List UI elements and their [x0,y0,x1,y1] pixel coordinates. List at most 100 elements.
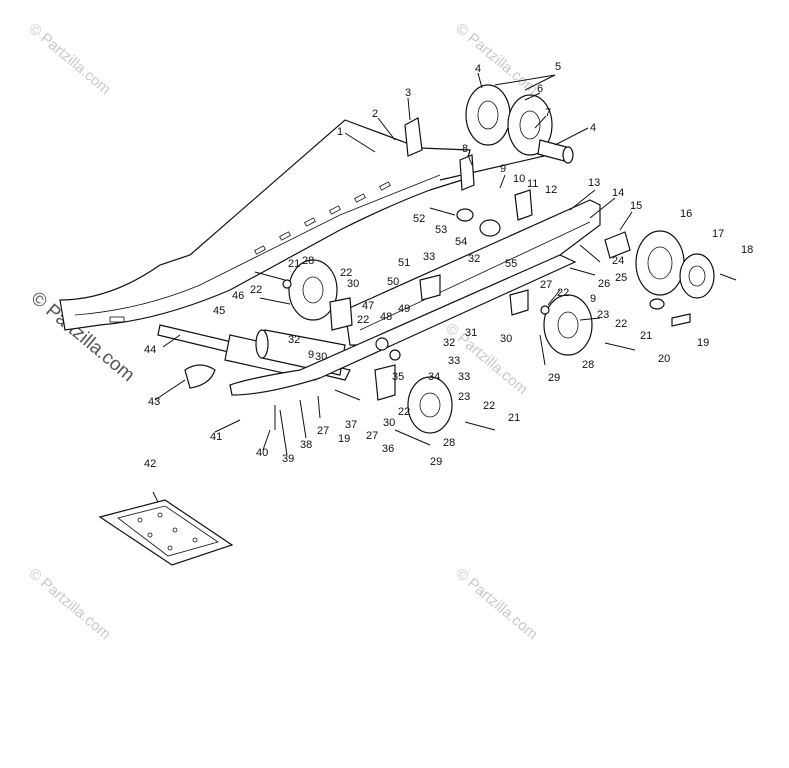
bolts [254,207,737,446]
callout-29b: 29 [430,456,442,468]
small-parts [184,208,550,401]
callout-32c: 32 [288,334,300,346]
callout-3: 3 [405,87,411,99]
callout-50: 50 [387,276,399,288]
callout-21: 21 [288,258,300,270]
callout-34: 34 [428,371,440,383]
callout-23b: 23 [458,391,470,403]
callout-32b: 32 [443,337,455,349]
callout-30b: 30 [500,333,512,345]
callout-13: 13 [588,177,600,189]
callout-49: 49 [398,303,410,315]
callout-52: 52 [413,213,425,225]
callout-31: 31 [465,327,477,339]
callout-labels: 1 2 3 4 4 5 6 7 8 9 9 9 10 11 12 13 14 1… [144,61,753,470]
callout-54: 54 [455,236,467,248]
watermark: © Partzilla.com [25,20,113,98]
callout-28c: 28 [443,437,455,449]
callout-4: 4 [475,63,481,75]
skid-plate [98,491,234,566]
callout-53: 53 [435,224,447,236]
callout-21b: 21 [640,330,652,342]
callout-27c: 27 [366,430,378,442]
callout-41: 41 [210,431,222,443]
callout-9: 9 [500,163,506,175]
callout-55: 55 [505,258,517,270]
callout-9b: 9 [308,349,314,361]
callout-15: 15 [630,200,642,212]
callout-37: 37 [345,419,357,431]
callout-22g: 22 [357,314,369,326]
left-rail [59,119,471,331]
callout-39: 39 [282,453,294,465]
callout-26: 26 [598,278,610,290]
callout-23: 23 [597,309,609,321]
callout-51: 51 [398,257,410,269]
callout-47: 47 [362,300,374,312]
callout-43: 43 [148,396,160,408]
callout-6: 6 [537,83,543,95]
callout-21c: 21 [508,412,520,424]
callout-44: 44 [144,344,156,356]
callout-46: 46 [232,290,244,302]
callout-30: 30 [347,278,359,290]
lower-slide-rail [229,254,577,396]
callout-1: 1 [337,126,343,138]
callout-22f: 22 [483,400,495,412]
callout-17: 17 [712,228,724,240]
upper-idler-assembly [439,84,574,181]
callout-40: 40 [256,447,268,459]
callout-19b: 19 [338,433,350,445]
callout-28b: 28 [582,359,594,371]
callout-22d: 22 [615,318,627,330]
callout-38: 38 [300,439,312,451]
callout-24: 24 [612,255,624,267]
callout-14: 14 [612,187,624,199]
callout-36: 36 [382,443,394,455]
callout-27: 27 [540,279,552,291]
callout-25: 25 [615,272,627,284]
callout-33b: 33 [448,355,460,367]
wheel-lower [407,376,453,434]
leader-lines [154,72,633,456]
callout-22b: 22 [340,267,352,279]
callout-2: 2 [372,108,378,120]
callout-8: 8 [462,143,468,155]
callout-10: 10 [513,173,525,185]
callout-18: 18 [741,244,753,256]
callout-48: 48 [380,311,392,323]
watermark: © Partzilla.com [452,20,540,98]
callout-4b: 4 [590,122,596,134]
brackets-upper [404,117,533,221]
callout-45: 45 [213,305,225,317]
callout-28: 28 [302,255,314,267]
callout-33: 33 [423,251,435,263]
rear-wheels [604,230,715,327]
callout-9c: 9 [590,293,596,305]
callout-12: 12 [545,184,557,196]
callout-5: 5 [555,61,561,73]
callout-29: 29 [548,372,560,384]
callout-27b: 27 [317,425,329,437]
callout-42: 42 [144,458,156,470]
callout-33c: 33 [458,371,470,383]
callout-16: 16 [680,208,692,220]
callout-22e: 22 [398,406,410,418]
right-rail [344,199,601,346]
callout-22: 22 [250,284,262,296]
callout-11: 11 [527,178,538,190]
callout-20: 20 [658,353,670,365]
watermark: © Partzilla.com [452,565,540,643]
callout-32: 32 [468,253,480,265]
wheel-left [288,259,338,321]
callout-30c: 30 [383,417,395,429]
wheel-mid-right [543,294,593,356]
watermark-group: © Partzilla.com © Partzilla.com © Partzi… [25,20,540,643]
watermark: © Partzilla.com [25,565,113,643]
callout-35: 35 [392,371,404,383]
callout-22c: 22 [557,287,569,299]
callout-30d: 30 [315,351,327,363]
callout-19: 19 [697,337,709,349]
callout-7: 7 [545,107,551,119]
